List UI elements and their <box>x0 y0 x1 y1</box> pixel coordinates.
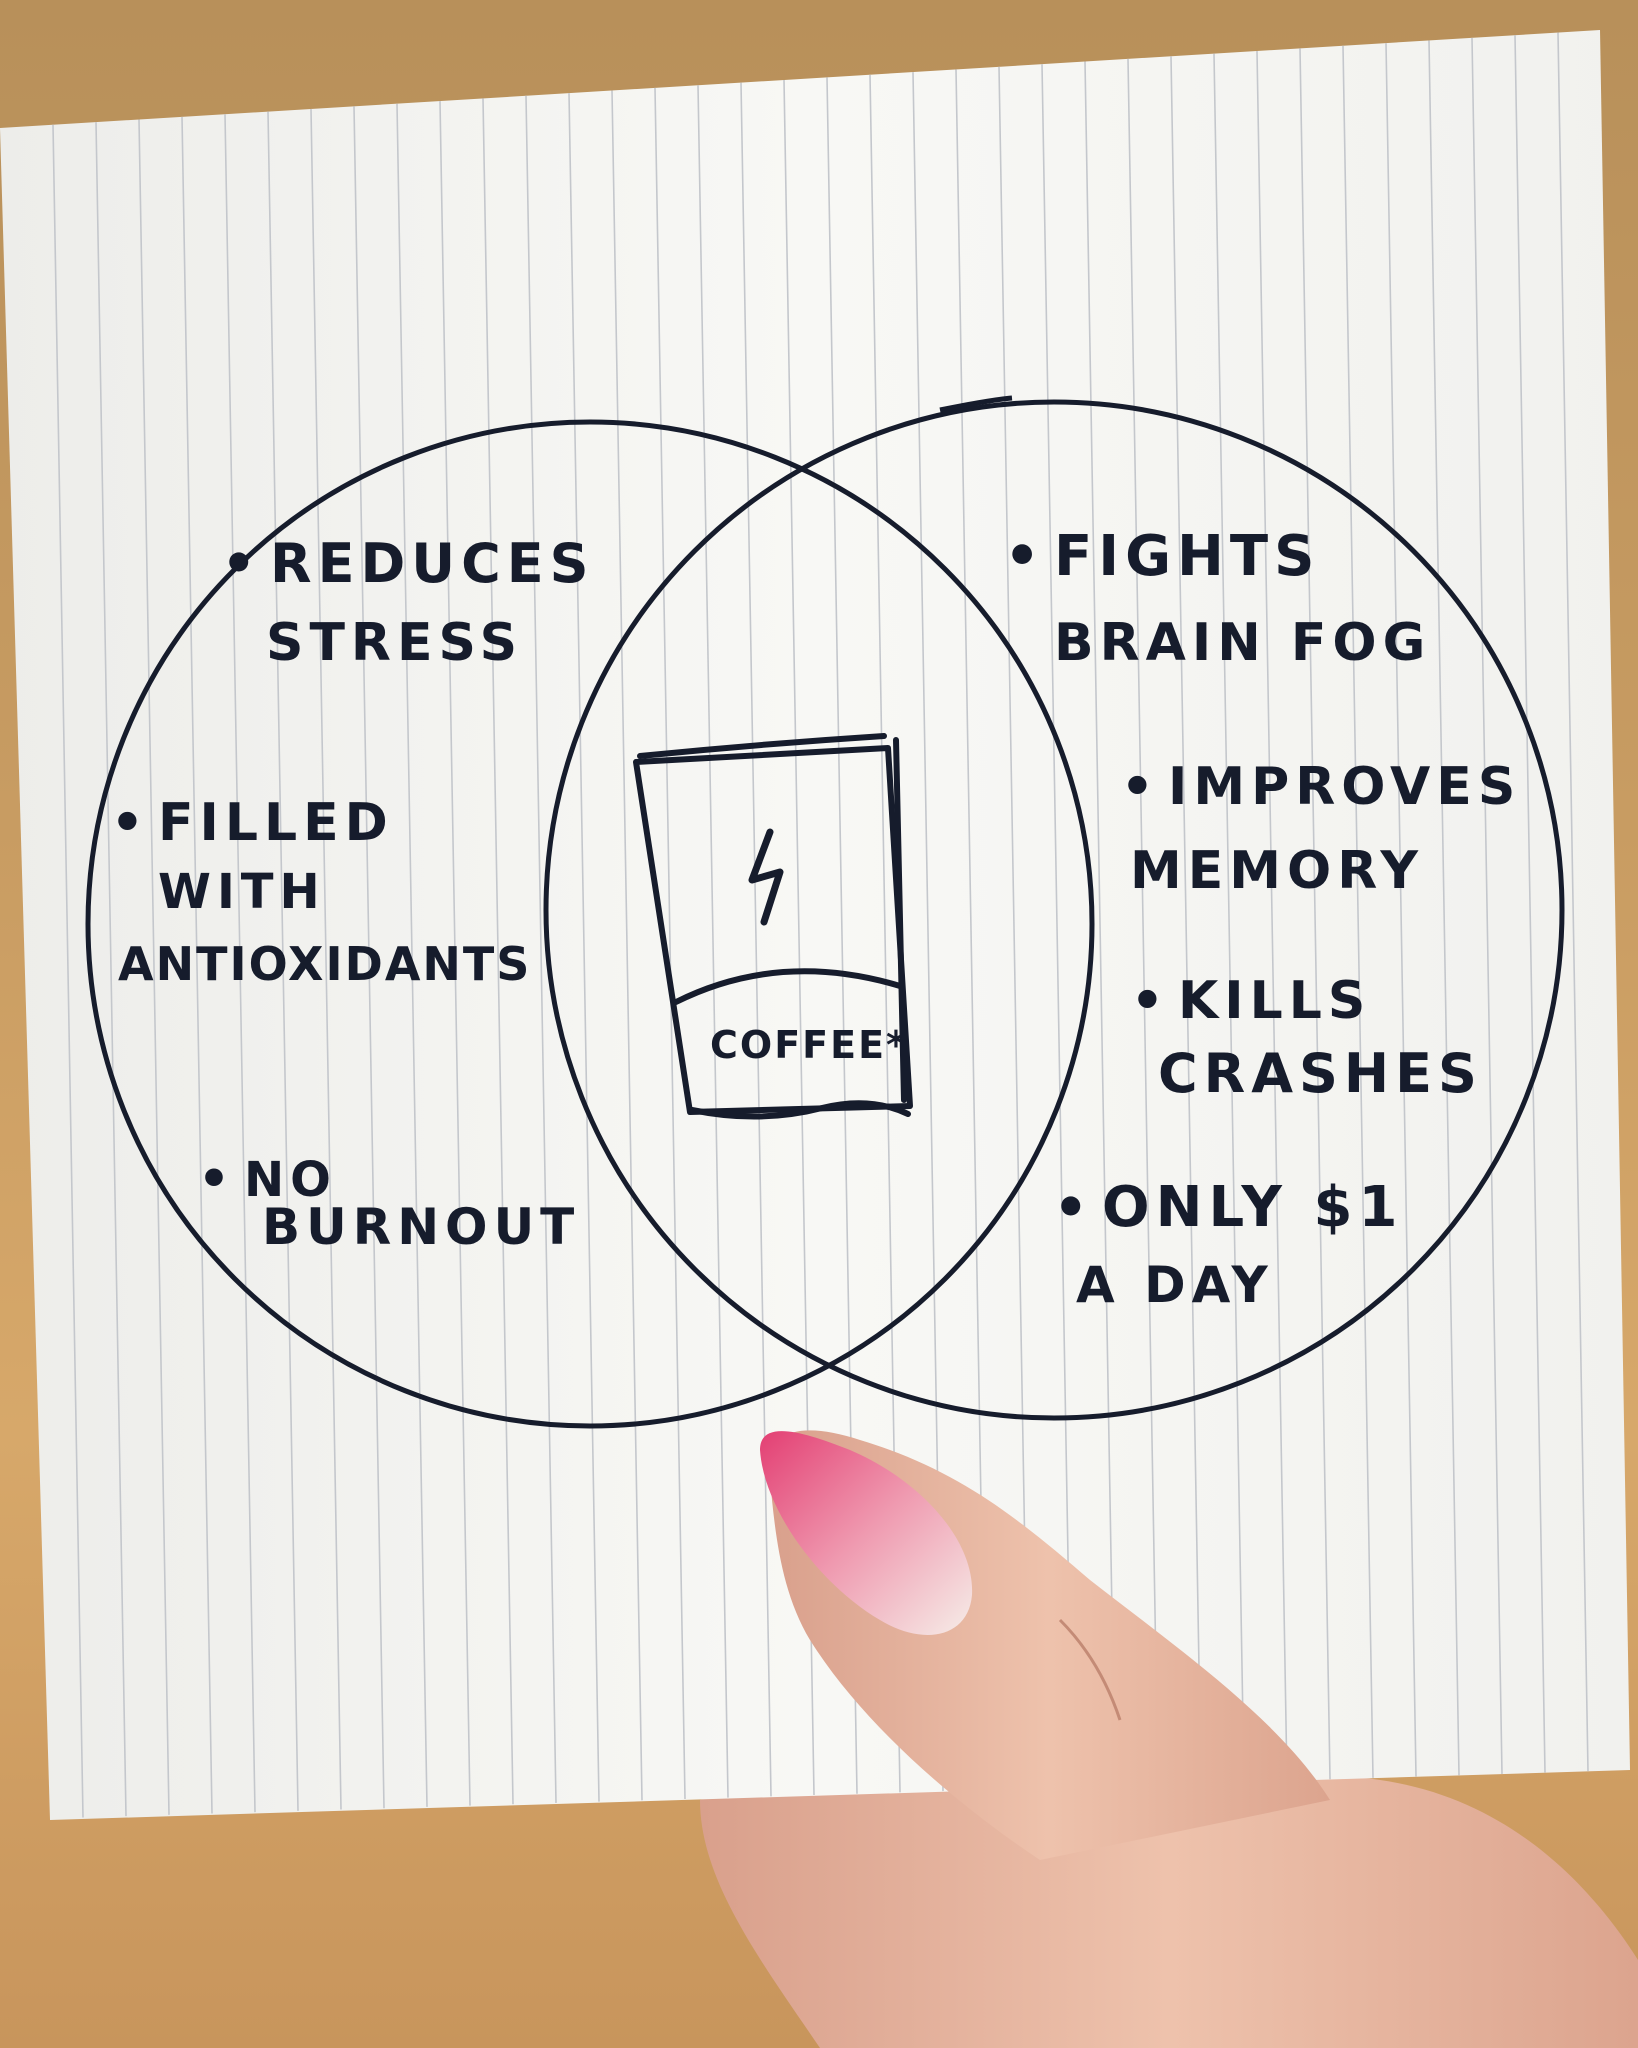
lightning-bolt-icon <box>748 828 784 926</box>
rule-line <box>1256 50 1288 1781</box>
cup-outline-retrace <box>637 733 907 1103</box>
rule-line <box>568 93 600 1802</box>
left-item-1-line-2: STRESS <box>266 613 523 673</box>
right-item-1-line-2: BRAIN FOG <box>1054 613 1431 673</box>
rule-line <box>1084 61 1116 1786</box>
right-item-4-bullet: • <box>1053 1176 1094 1239</box>
cup-label: COFFEE* <box>710 1023 908 1067</box>
venn-stray-stroke <box>939 395 1013 413</box>
rule-line <box>52 124 84 1818</box>
rule-line <box>697 85 729 1798</box>
coffee-cup-icon <box>633 733 913 1120</box>
cup-outline <box>633 745 913 1115</box>
left-item-3-bullet: • <box>198 1150 236 1208</box>
left-item-2-bullet: • <box>111 793 150 853</box>
right-item-4-line-2: A DAY <box>1076 1256 1274 1314</box>
rule-line <box>1471 37 1503 1774</box>
thumbnail <box>760 1431 973 1635</box>
right-item-2-bullet: • <box>1121 757 1160 817</box>
rule-line <box>740 82 772 1797</box>
paper-card <box>0 30 1630 1820</box>
rule-line <box>525 95 557 1803</box>
left-item-1-bullet: • <box>221 532 262 595</box>
thumb <box>760 1430 1330 1860</box>
rule-line <box>1342 45 1374 1778</box>
right-item-4-line-1: ONLY $1 <box>1102 1175 1403 1240</box>
rule-line <box>482 98 514 1805</box>
right-item-1-line-1: FIGHTS <box>1054 524 1320 589</box>
rule-line <box>1299 48 1331 1780</box>
rule-line <box>998 66 1030 1789</box>
left-item-3-line-1: NO <box>244 1152 337 1208</box>
right-item-1-bullet: • <box>1004 524 1046 589</box>
venn-left-circle <box>85 419 1095 1429</box>
venn-diagram <box>85 395 1565 1429</box>
left-set-labels: REDUCES • STRESS • FILLED WITH ANTIOXIDA… <box>111 532 595 1256</box>
rule-line <box>1428 40 1460 1776</box>
venn-right-circle <box>543 399 1565 1421</box>
rule-line <box>1170 56 1202 1784</box>
rule-line <box>396 103 428 1807</box>
rule-line <box>1127 58 1159 1785</box>
rule-line <box>654 87 686 1800</box>
right-item-3-line-1: KILLS <box>1178 971 1371 1031</box>
right-item-3-bullet: • <box>1131 971 1170 1031</box>
right-item-2-line-2: MEMORY <box>1130 841 1424 901</box>
rule-line <box>439 101 471 1806</box>
rule-line <box>1557 32 1589 1772</box>
cup-base <box>689 1100 911 1120</box>
rule-line <box>224 114 256 1813</box>
right-item-3-line-2: CRASHES <box>1158 1042 1483 1105</box>
rule-line <box>267 111 299 1811</box>
rule-line <box>310 108 342 1810</box>
rule-line <box>1213 53 1245 1782</box>
rule-line <box>138 119 170 1815</box>
thumb-knuckle-crease <box>1058 1618 1122 1721</box>
left-item-2-line-1: FILLED <box>158 793 394 853</box>
left-item-2-line-2: WITH <box>158 864 326 920</box>
rule-line <box>353 106 385 1809</box>
left-item-3-line-2: BURNOUT <box>262 1198 580 1256</box>
rule-line <box>1385 43 1417 1777</box>
rule-line <box>95 122 127 1817</box>
rule-line <box>1041 64 1073 1788</box>
rule-line <box>181 116 213 1814</box>
right-item-2-line-1: IMPROVES <box>1168 757 1521 817</box>
rule-lines <box>52 32 1589 1818</box>
right-set-labels: • FIGHTS BRAIN FOG • IMPROVES MEMORY • K… <box>1004 524 1521 1314</box>
rule-line <box>611 90 643 1801</box>
hand-palm <box>700 1758 1638 2048</box>
left-item-2-line-3: ANTIOXIDANTS <box>118 937 531 991</box>
cup-sleeve-top <box>673 968 903 1005</box>
left-item-1-line-1: REDUCES <box>270 532 595 595</box>
rule-line <box>1514 35 1546 1773</box>
